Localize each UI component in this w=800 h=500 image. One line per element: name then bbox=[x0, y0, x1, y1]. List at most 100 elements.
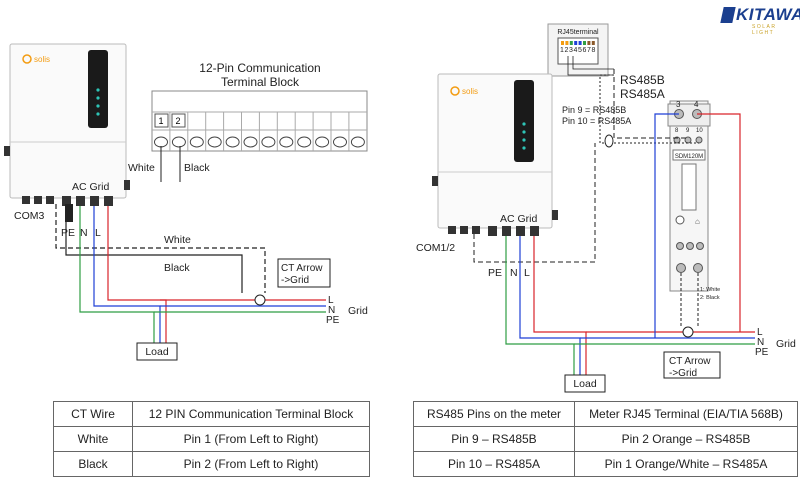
right-n-wire bbox=[519, 236, 581, 376]
right-grid-n: N bbox=[757, 337, 764, 348]
terminal-title-line1: 12-Pin Communication bbox=[199, 61, 320, 75]
table-row: Pin 9 – RS485B Pin 2 Orange – RS485B bbox=[413, 426, 798, 452]
meter-n-in-wire bbox=[654, 113, 679, 338]
rj45-pin-contact bbox=[587, 41, 591, 45]
table-header-row: CT Wire 12 PIN Communication Terminal Bl… bbox=[53, 401, 370, 427]
right-pe-label: PE bbox=[488, 267, 502, 279]
right-ct-arrow-line1: CT Arrow bbox=[669, 356, 711, 367]
rj45-terminal: RJ45terminal 12345678 bbox=[547, 23, 614, 77]
rj45-pin-contact bbox=[578, 41, 582, 45]
terminal-white-label: White bbox=[128, 162, 155, 174]
terminal-screw-icon bbox=[315, 136, 330, 148]
left-terminal-block: 12-Pin Communication Terminal Block 1 2 … bbox=[128, 61, 368, 182]
table-header: Meter RJ45 Terminal (EIA/TIA 568B) bbox=[574, 401, 798, 427]
terminal-screw-icon bbox=[189, 136, 204, 148]
energy-meter: 3 4 8 9 10 SDM120M ⌂ bbox=[667, 100, 711, 292]
rj45-pin-contact bbox=[583, 41, 586, 45]
terminal-screw-icon bbox=[225, 136, 240, 148]
table-cell: Pin 1 (From Left to Right) bbox=[132, 426, 370, 452]
left-load-box bbox=[136, 342, 178, 361]
terminal-screw-icon bbox=[333, 136, 347, 148]
right-l-wire bbox=[533, 236, 587, 376]
left-ct-clamp-icon bbox=[254, 294, 266, 306]
meter-term4: 4 bbox=[694, 100, 699, 109]
right-load-label: Load bbox=[573, 378, 597, 390]
right-inverter-display bbox=[514, 80, 534, 162]
right-ct-arrow-box bbox=[663, 351, 721, 379]
meter-term9: 9 bbox=[686, 128, 690, 134]
left-wiring bbox=[55, 204, 326, 346]
solis-logo-icon bbox=[22, 54, 32, 64]
left-l-wire bbox=[107, 206, 167, 346]
meter-term8: 8 bbox=[675, 128, 679, 134]
left-pe-label: PE bbox=[61, 227, 75, 239]
left-ct-white-wire bbox=[55, 204, 266, 293]
table-cell: Pin 2 (From Left to Right) bbox=[132, 451, 370, 477]
left-com-label: COM3 bbox=[14, 210, 44, 222]
right-grid-l: L bbox=[757, 327, 763, 338]
table-cell: Black bbox=[53, 451, 133, 477]
meter-model: SDM120M bbox=[675, 154, 703, 160]
table-cell: Pin 2 Orange – RS485B bbox=[574, 426, 798, 452]
right-wiring bbox=[473, 69, 755, 376]
table-row: White Pin 1 (From Left to Right) bbox=[53, 426, 370, 452]
right-pe-wire bbox=[505, 236, 575, 376]
right-grid-pe: PE bbox=[755, 347, 769, 358]
table-cell: White bbox=[53, 426, 133, 452]
right-n-label: N bbox=[510, 267, 518, 279]
table-cell: Pin 1 Orange/White – RS485A bbox=[574, 451, 798, 477]
table-header: CT Wire bbox=[53, 401, 133, 427]
left-grid-l: L bbox=[328, 295, 334, 306]
table-row: Black Pin 2 (From Left to Right) bbox=[53, 451, 370, 477]
brand-tagline: SOLAR LIGHT bbox=[752, 24, 777, 36]
table-cell: Pin 9 – RS485B bbox=[413, 426, 575, 452]
left-l-label: L bbox=[95, 227, 101, 239]
left-wire-black-label: Black bbox=[164, 262, 190, 274]
table-header: RS485 Pins on the meter bbox=[413, 401, 575, 427]
right-inverter: solis AC Grid COM1/2 PE N L bbox=[416, 73, 558, 279]
rs485a-label: RS485A bbox=[620, 87, 665, 101]
terminal-screw-icon bbox=[297, 136, 312, 148]
left-pe-wire bbox=[79, 206, 155, 346]
left-grid-label: Grid bbox=[348, 305, 368, 317]
brand-logo: KITAWA SOLAR LIGHT bbox=[720, 5, 800, 36]
left-ct-arrow-line2: ->Grid bbox=[281, 275, 309, 286]
table-cell: Pin 10 – RS485A bbox=[413, 451, 575, 477]
terminal-screw-icon bbox=[243, 136, 258, 148]
rj45-pin-contact bbox=[569, 41, 573, 45]
terminal-screw-icon bbox=[207, 136, 222, 148]
rj45-pin-contact bbox=[574, 41, 578, 45]
right-l-label: L bbox=[524, 267, 530, 279]
rj45-title: RJ45terminal bbox=[557, 29, 599, 36]
meter-ct-black-label: 2: Black bbox=[700, 295, 720, 301]
rs485-cable-clip-icon bbox=[604, 134, 614, 148]
left-n-wire bbox=[93, 206, 161, 346]
terminal-screw-icon bbox=[154, 136, 168, 148]
meter-l-in-wire bbox=[697, 113, 741, 332]
left-ct-arrow-box bbox=[277, 258, 331, 288]
terminal-black-label: Black bbox=[184, 162, 210, 174]
rs485a-wire bbox=[599, 74, 699, 144]
left-wire-white-label: White bbox=[164, 234, 191, 246]
left-inverter: solis AC Grid COM3 PE N L bbox=[4, 43, 130, 239]
right-ct-arrow-line2: ->Grid bbox=[669, 368, 697, 379]
meter-term10: 10 bbox=[696, 128, 703, 134]
table-row: Pin 10 – RS485A Pin 1 Orange/White – RS4… bbox=[413, 451, 798, 477]
left-n-label: N bbox=[80, 227, 88, 239]
right-ac-grid-label: AC Grid bbox=[500, 213, 538, 225]
left-load-label: Load bbox=[145, 346, 169, 358]
brand-name: KITAWA bbox=[736, 5, 800, 24]
rj45-pin-contact bbox=[565, 41, 569, 45]
left-grid-n: N bbox=[328, 305, 335, 316]
right-grid-label: Grid bbox=[776, 338, 796, 350]
left-ct-black-wire bbox=[65, 222, 243, 293]
right-load-box bbox=[564, 374, 606, 393]
pin10-note: Pin 10 = RS485A bbox=[562, 116, 631, 126]
terminal-screw-icon bbox=[171, 136, 186, 148]
rj45-pin-numbers: 12345678 bbox=[560, 47, 596, 54]
ct-wire-table: CT Wire 12 PIN Communication Terminal Bl… bbox=[53, 401, 370, 477]
meter-display bbox=[681, 163, 697, 211]
rs485b-label: RS485B bbox=[620, 73, 665, 87]
left-inverter-brand: solis bbox=[34, 55, 50, 64]
table-header-row: RS485 Pins on the meter Meter RJ45 Termi… bbox=[413, 401, 798, 427]
